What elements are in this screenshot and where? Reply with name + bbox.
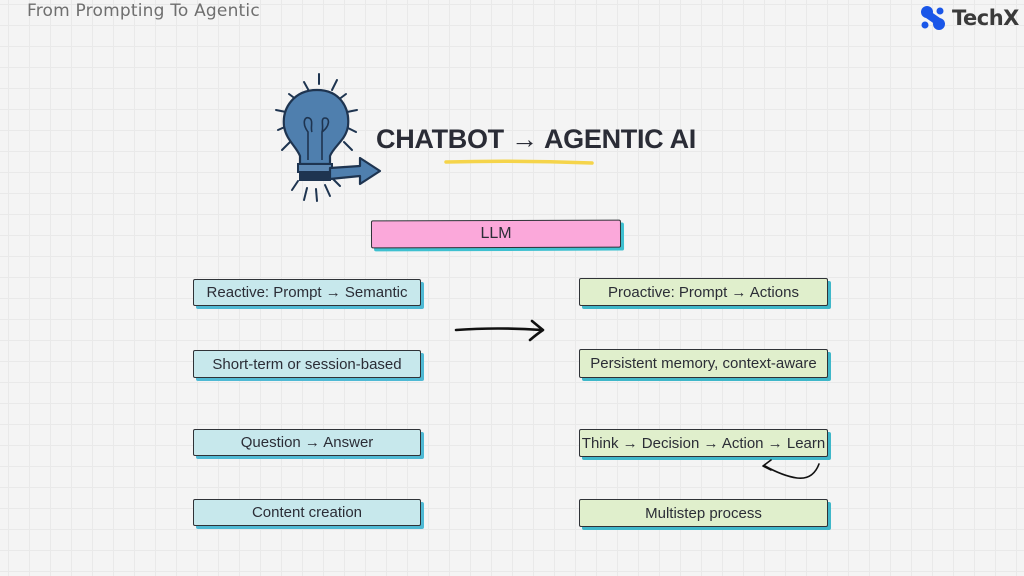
page-title: CHATBOT → AGENTIC AI <box>376 124 696 154</box>
llm-box: LLM <box>370 219 622 249</box>
chatbot-item-label: Reactive: Prompt → Semantic <box>206 284 408 301</box>
agentic-item-label: Multistep process <box>645 504 762 522</box>
agentic-item-label: Proactive: Prompt → Actions <box>608 283 799 301</box>
chatbot-item-label: Content creation <box>251 504 363 521</box>
brand-logo: TechX <box>918 5 1019 31</box>
chatbot-item-label: Short-term or session-based <box>212 355 402 373</box>
chatbot-item-3: Question → Answer <box>193 429 421 456</box>
chatbot-item-1: Reactive: Prompt → Semantic <box>193 279 421 306</box>
presentation-subtitle: From Prompting To Agentic <box>27 1 260 21</box>
lightbulb-arrow-icon <box>275 73 382 202</box>
chatbot-item-2: Short-term or session-based <box>193 350 421 378</box>
agentic-item-2: Persistent memory, context-aware <box>579 349 828 378</box>
techx-logo-icon <box>921 6 945 30</box>
chatbot-item-label: Question → Answer <box>240 434 374 451</box>
agentic-item-label: Persistent memory, context-aware <box>590 355 817 372</box>
brand-name: TechX <box>952 6 1019 30</box>
llm-label: LLM <box>480 224 512 243</box>
chatbot-item-4: Content creation <box>193 499 421 526</box>
loop-back-arrow-icon <box>762 459 820 480</box>
agentic-item-label: Think → Decision → Action → Learn <box>581 434 826 452</box>
title-underline <box>444 159 594 165</box>
arrow-right-icon <box>454 319 545 342</box>
agentic-item-4: Multistep process <box>579 499 828 527</box>
agentic-item-3: Think → Decision → Action → Learn <box>579 429 828 457</box>
agentic-item-1: Proactive: Prompt → Actions <box>579 278 828 306</box>
